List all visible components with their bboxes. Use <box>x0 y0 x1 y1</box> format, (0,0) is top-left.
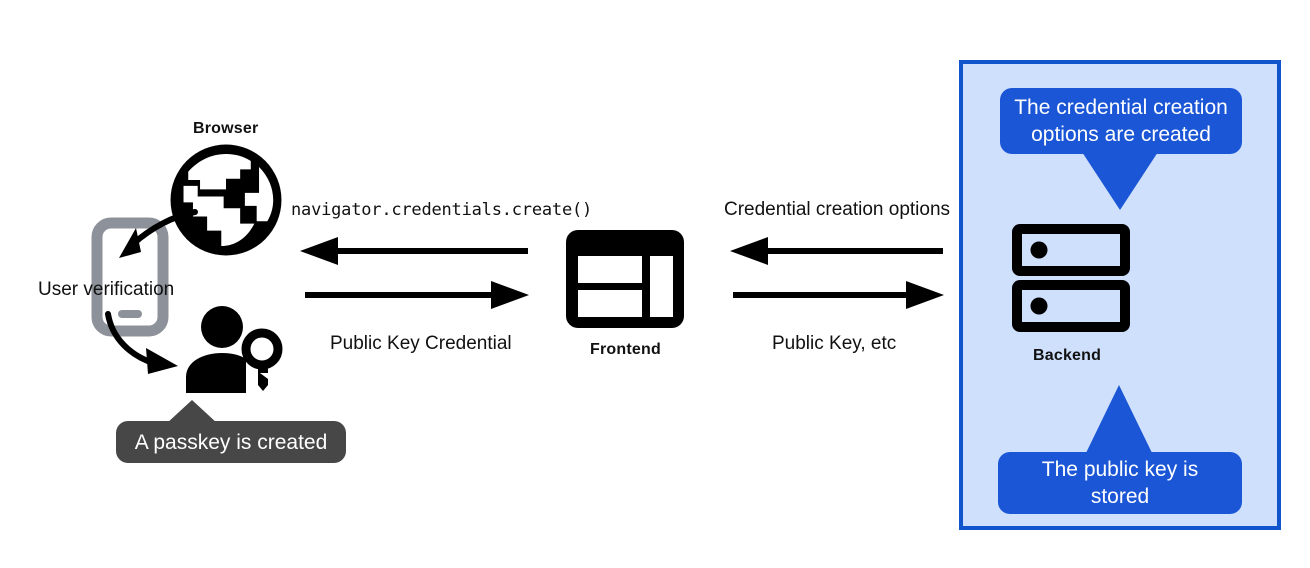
callout-line: stored <box>1090 485 1150 508</box>
arrow-label-navigator-create: navigator.credentials.create() <box>291 200 593 220</box>
callout-line: The public key is <box>1041 458 1199 481</box>
callout-line: options are created <box>1031 123 1211 146</box>
backend-top-callout: The credential creation options are crea… <box>1000 88 1242 154</box>
globe-icon <box>167 141 285 259</box>
arrow-browser-to-frontend <box>305 280 530 310</box>
browser-label: Browser <box>193 120 259 137</box>
arrow-label-public-key-credential: Public Key Credential <box>330 333 512 354</box>
backend-bottom-callout-tail <box>1085 385 1153 455</box>
backend-top-callout-tail <box>1082 152 1158 210</box>
arrow-frontend-to-browser <box>300 236 530 266</box>
mobile-phone-icon <box>91 217 169 337</box>
backend-label: Backend <box>1033 347 1102 364</box>
user-verification-label: User verification <box>38 279 175 300</box>
arrow-frontend-to-backend <box>733 280 945 310</box>
passkey-callout-tail <box>166 400 218 424</box>
backend-bottom-callout: The public key is stored <box>998 452 1242 514</box>
server-rack-icon <box>1012 224 1130 333</box>
arrow-backend-to-frontend <box>730 236 945 266</box>
arrow-device-to-user <box>100 311 210 382</box>
callout-line: The credential creation <box>1014 96 1228 119</box>
frontend-label: Frontend <box>590 341 661 358</box>
person-with-key-icon <box>184 305 284 397</box>
passkey-callout: A passkey is created <box>116 421 346 463</box>
backend-top-callout-text: The credential creation options are crea… <box>1014 94 1228 148</box>
browser-window-layout-icon <box>566 230 684 328</box>
arrow-label-public-key-etc: Public Key, etc <box>772 333 897 354</box>
backend-bottom-callout-text: The public key is stored <box>1042 456 1198 510</box>
arrow-label-credential-creation-options: Credential creation options <box>724 199 951 220</box>
arrow-browser-to-device <box>95 200 205 270</box>
